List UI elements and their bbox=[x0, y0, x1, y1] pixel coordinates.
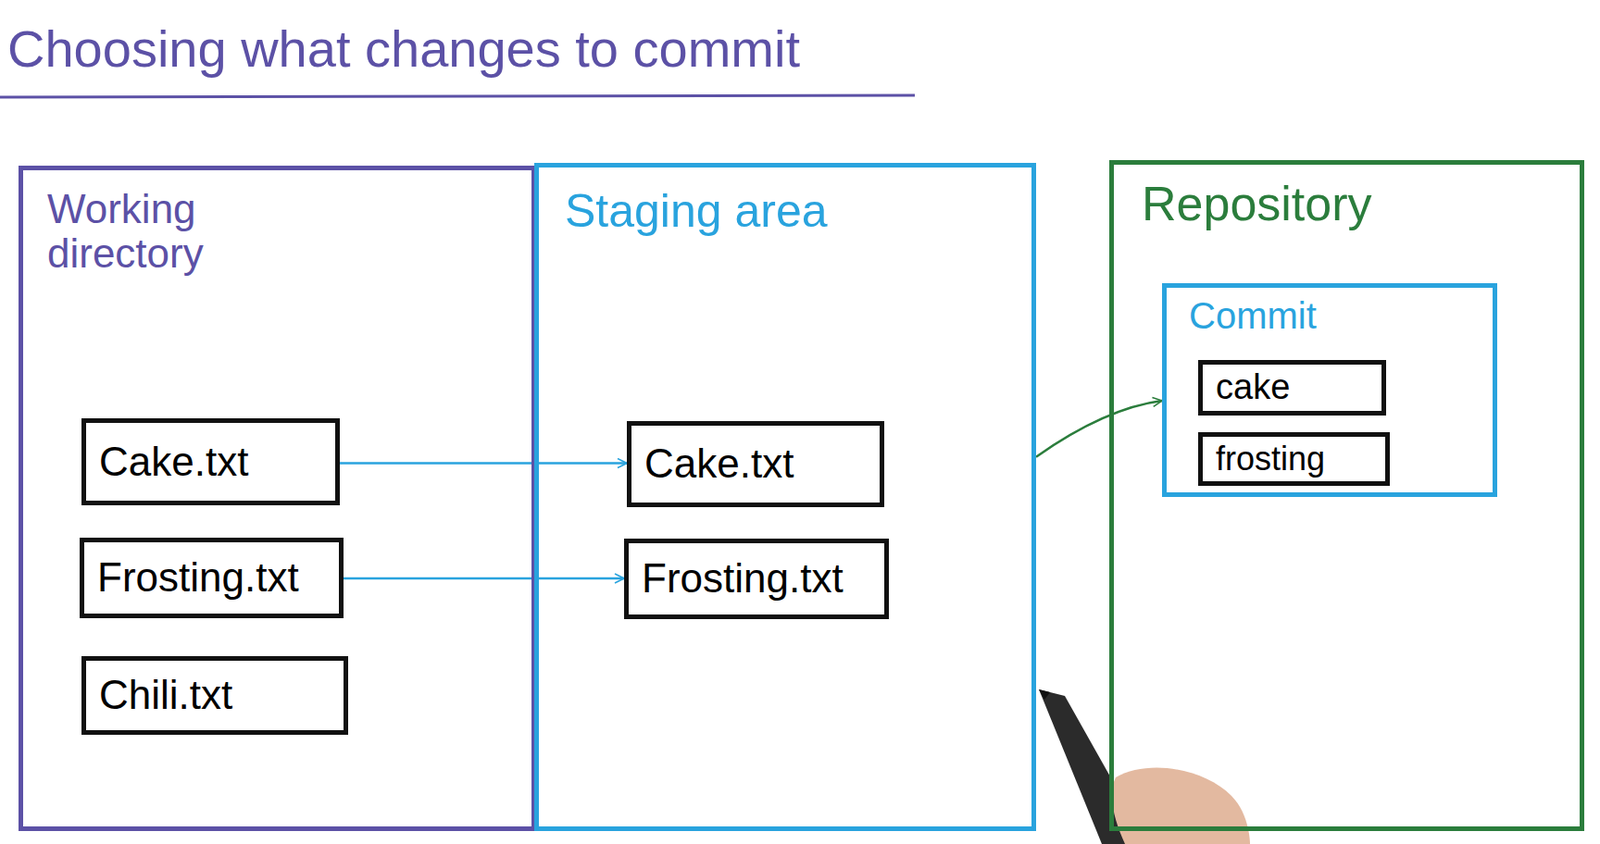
panel-heading: Working directory bbox=[47, 187, 270, 277]
file-name: Cake.txt bbox=[644, 441, 794, 487]
file-box: Cake.txt bbox=[626, 421, 885, 508]
diagram-title: Choosing what changes to commit bbox=[7, 20, 800, 78]
arrow-connector bbox=[343, 577, 625, 581]
arrow-connector bbox=[339, 462, 627, 465]
file-name: Frosting.txt bbox=[641, 556, 844, 601]
panel-heading: Repository bbox=[1141, 177, 1373, 231]
panel-heading: Staging area bbox=[564, 186, 828, 238]
file-box: Frosting.txt bbox=[79, 537, 344, 619]
title-underline bbox=[0, 95, 915, 98]
pen-tip bbox=[1038, 689, 1050, 700]
file-box: Frosting.txt bbox=[624, 538, 889, 620]
panel-heading: Commit bbox=[1188, 295, 1317, 337]
file-name: frosting bbox=[1215, 440, 1325, 478]
file-snapshot-box: cake bbox=[1198, 360, 1387, 416]
file-box: Cake.txt bbox=[81, 418, 340, 506]
file-name: Chili.txt bbox=[99, 673, 233, 718]
staging-area-panel: Staging areaCake.txtFrosting.txt bbox=[534, 162, 1037, 832]
file-snapshot-box: frosting bbox=[1198, 432, 1390, 487]
hand bbox=[1112, 768, 1250, 844]
commit-box: Commit cake frosting bbox=[1162, 283, 1498, 498]
repository-panel: RepositoryCommit cake frosting bbox=[1109, 160, 1585, 832]
file-box: Chili.txt bbox=[81, 656, 349, 736]
working-directory-panel: Working directoryCake.txtFrosting.txtChi… bbox=[18, 165, 537, 832]
arrow-connector bbox=[1036, 400, 1163, 458]
file-name: cake bbox=[1215, 368, 1290, 408]
file-name: Frosting.txt bbox=[97, 555, 300, 600]
file-name: Cake.txt bbox=[99, 439, 249, 485]
